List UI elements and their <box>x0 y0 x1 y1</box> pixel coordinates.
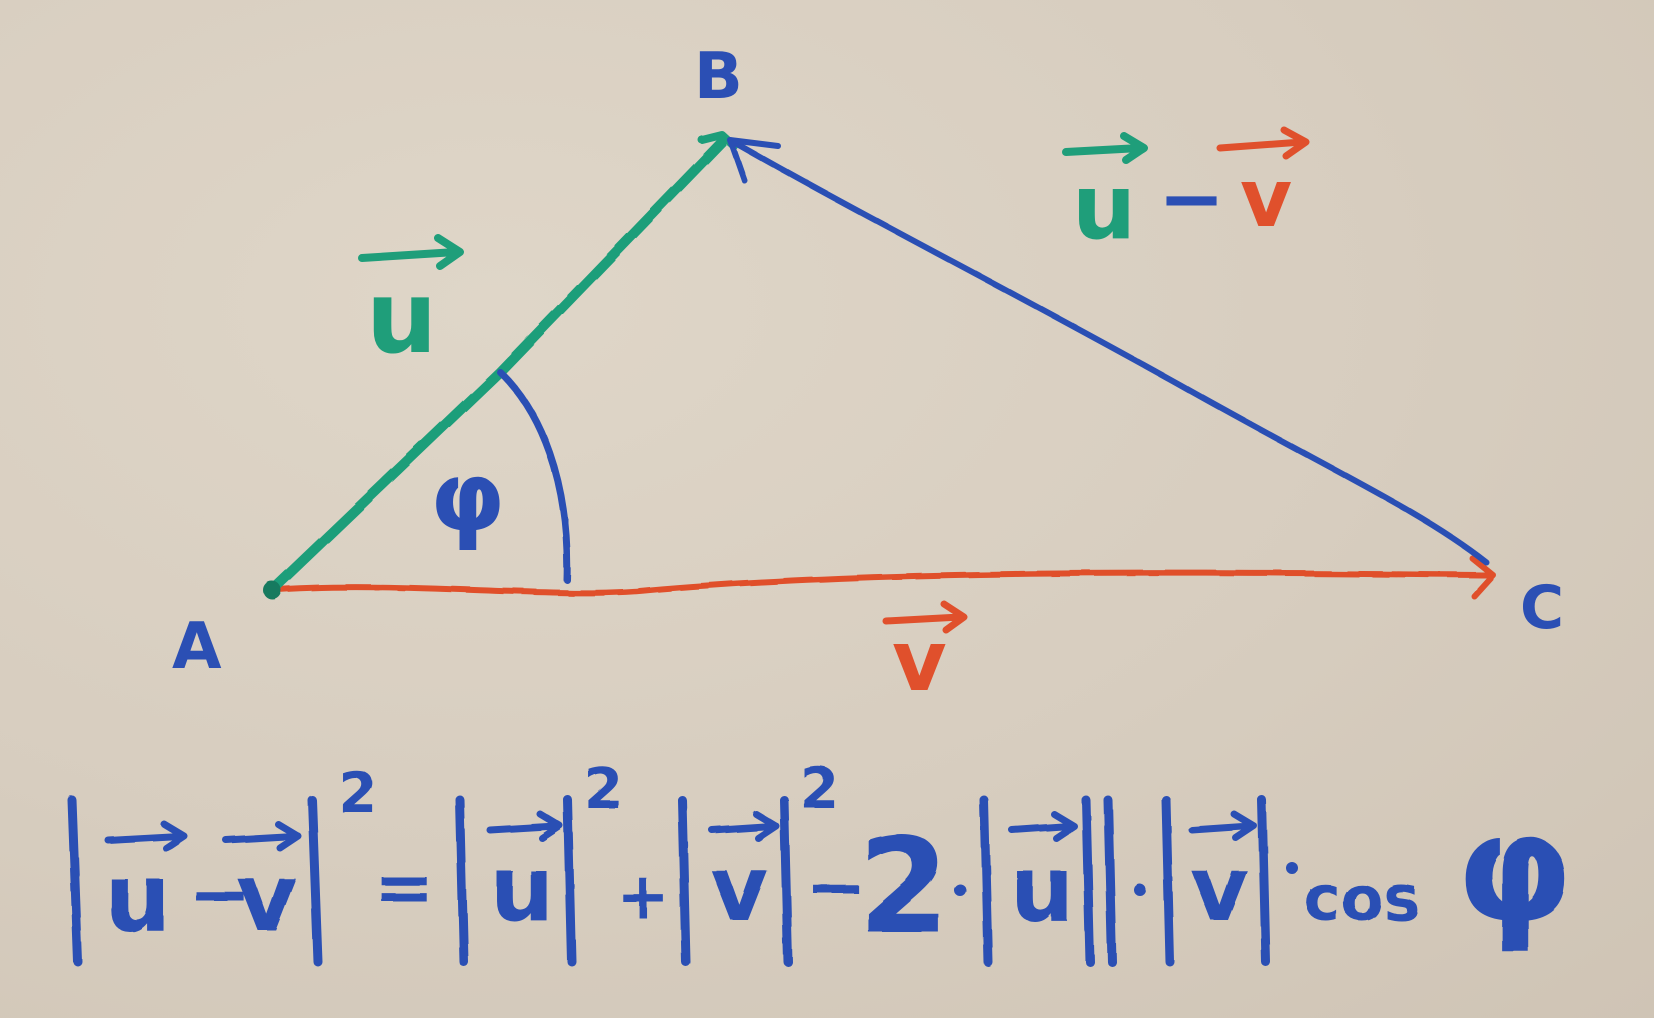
point-c-label: C <box>1520 573 1564 643</box>
point-b-label: B <box>694 40 743 114</box>
abs-bar <box>779 795 793 967</box>
angle-arc <box>496 368 571 584</box>
vector-v-arrowhead <box>1469 555 1496 599</box>
vector-v-letter: v <box>892 612 947 710</box>
abs-bar <box>307 795 323 967</box>
abs-bar <box>455 795 469 967</box>
formula-dot <box>954 884 966 896</box>
vector-u-label: u <box>358 234 464 376</box>
vector-u-letter: u <box>366 259 437 376</box>
vector-arrow-icon <box>1008 810 1078 842</box>
formula-equals: = <box>374 845 434 929</box>
formula-u: u <box>1010 837 1074 942</box>
abs-bar <box>1257 795 1271 967</box>
vector-arrow-icon <box>708 810 780 842</box>
vector-u-minus-v-arrowhead <box>727 137 781 183</box>
vector-arrow-icon <box>1062 132 1148 164</box>
formula-dot <box>1286 862 1298 874</box>
abs-bar <box>677 795 691 967</box>
formula-exponent: 2 <box>584 757 623 822</box>
vector-arrow-icon <box>486 810 564 842</box>
formula-u: u <box>104 844 171 953</box>
triangle <box>263 131 1496 599</box>
formula-cos: cos <box>1304 862 1420 935</box>
vector-v-label: v <box>882 600 968 710</box>
u-minus-v-minus: − <box>1158 152 1225 245</box>
vector-arrow-icon <box>1188 810 1258 842</box>
abs-bar <box>1161 795 1175 967</box>
vector-arrow-icon <box>358 234 464 270</box>
abs-bar <box>1103 795 1117 967</box>
abs-bar <box>67 795 83 967</box>
u-minus-v-right: v <box>1240 152 1292 245</box>
abs-bar <box>563 795 577 967</box>
formula-dot <box>1134 884 1146 896</box>
vector-u-minus-v-line <box>727 137 1489 565</box>
formula-v: v <box>1190 837 1249 942</box>
vector-u-minus-v-label: u − v <box>1062 126 1310 260</box>
formula-exponent: 2 <box>800 757 839 822</box>
u-minus-v-left: u <box>1072 155 1136 260</box>
angle-label: φ <box>430 441 505 553</box>
formula-two: 2 <box>858 810 950 964</box>
formula-minus: − <box>188 849 252 938</box>
abs-bar <box>1081 795 1095 967</box>
vector-arrow-icon <box>222 820 302 852</box>
vector-arrow-icon <box>882 600 968 634</box>
formula-u: u <box>490 837 554 942</box>
vector-arrow-icon <box>104 820 188 852</box>
formula-v: v <box>710 837 769 942</box>
point-a-dot <box>263 581 281 599</box>
vector-arrow-icon <box>1216 126 1310 160</box>
formula-v: v <box>236 844 297 953</box>
abs-bar <box>979 795 993 967</box>
law-of-cosines-formula: u − v 2 = u 2 + v 2 − 2 u v <box>67 757 1573 967</box>
formula-plus: + <box>616 860 670 934</box>
formula-phi: φ <box>1456 782 1573 956</box>
point-a-label: A <box>172 610 222 684</box>
formula-minus: − <box>806 845 866 929</box>
vector-v-line <box>267 570 1493 596</box>
formula-exponent: 2 <box>338 761 377 826</box>
